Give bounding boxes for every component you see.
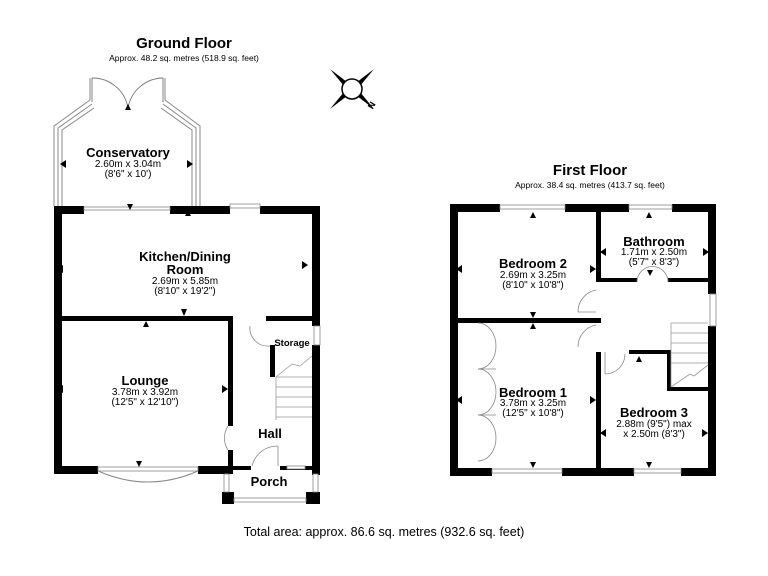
conservatory-doors <box>91 77 164 109</box>
bedroom2-name: Bedroom 2 <box>499 256 567 271</box>
bedroom1-name: Bedroom 1 <box>499 385 567 400</box>
ground-doors <box>224 325 279 467</box>
ground-floor-title: Ground Floor <box>136 35 232 52</box>
bedroom2-dim-m: 2.69m x 3.25m <box>499 270 567 281</box>
hall-name: Hall <box>258 426 282 441</box>
bedroom3-dim-line1: 2.88m (9'5") max <box>616 419 692 430</box>
total-area: Total area: approx. 86.6 sq. metres (932… <box>243 525 525 539</box>
lounge-dim-ft: (12'5" x 12'10") <box>111 397 179 408</box>
kitchen-name-line2: Room <box>166 262 204 277</box>
first-doors <box>577 266 669 375</box>
first-floor-area: Approx. 38.4 sq. metres (413.7 sq. feet) <box>515 180 665 190</box>
wardrobe-doors <box>477 322 497 462</box>
lounge-bay-window <box>97 470 199 483</box>
first-dimension-arrows <box>456 212 709 468</box>
ground-windows <box>83 203 321 503</box>
first-floor-plan <box>450 204 717 476</box>
bathroom-dim-ft: (5'7" x 8'3") <box>628 257 680 268</box>
ground-floor-plan <box>53 77 321 504</box>
lounge-dim-m: 3.78m x 3.92m <box>111 387 179 398</box>
first-floor-title: First Floor <box>552 162 628 179</box>
porch-name: Porch <box>250 474 288 489</box>
first-stairs <box>670 322 709 388</box>
bathroom-dim-m: 1.71m x 2.50m <box>620 247 688 258</box>
compass-icon <box>330 69 374 109</box>
bedroom3-name: Bedroom 3 <box>620 405 688 420</box>
first-windows <box>491 204 717 474</box>
conservatory-name: Conservatory <box>86 145 170 160</box>
conservatory-dim-m: 2.60m x 3.04m <box>94 159 162 170</box>
lounge-name: Lounge <box>121 373 169 388</box>
kitchen-dim-ft: (8'10" x 19'2") <box>154 286 216 297</box>
bathroom-name: Bathroom <box>623 234 685 249</box>
kitchen-dim-m: 2.69m x 5.85m <box>151 276 219 287</box>
ground-stairs <box>275 355 313 420</box>
ground-dimension-arrows <box>57 104 308 467</box>
storage-name: Storage <box>274 338 310 349</box>
kitchen-name-line1: Kitchen/Dining <box>139 249 231 264</box>
conservatory-walls <box>53 78 201 206</box>
bedroom1-dim-m: 3.78m x 3.25m <box>499 398 567 409</box>
bedroom1-dim-ft: (12'5" x 10'8") <box>502 408 564 419</box>
conservatory-dim-ft: (8'6" x 10') <box>104 169 152 180</box>
first-walls <box>450 204 716 476</box>
ground-floor-area: Approx. 48.2 sq. metres (518.9 sq. feet) <box>109 53 259 63</box>
bedroom2-dim-ft: (8'10" x 10'8") <box>502 280 564 291</box>
bedroom3-dim-line2: x 2.50m (8'3") <box>623 429 685 440</box>
